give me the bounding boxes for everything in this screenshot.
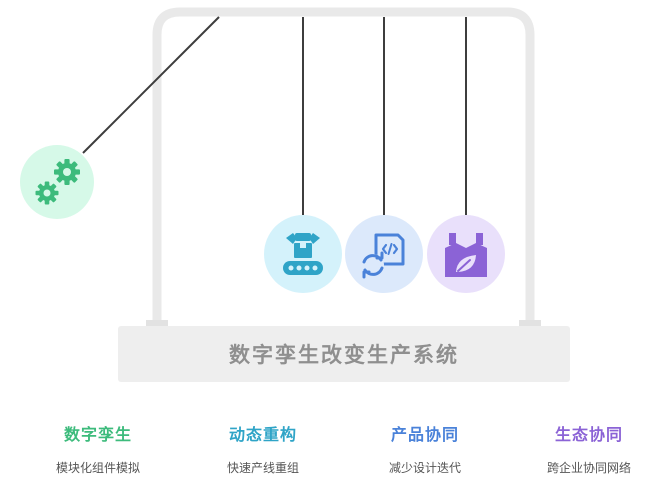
robot-arm-conveyor-icon bbox=[283, 233, 323, 275]
code-sync-icon bbox=[362, 233, 405, 279]
label-subtitle: 减少设计迭代 bbox=[388, 461, 461, 475]
string-1 bbox=[82, 16, 220, 154]
label-title: 数字孪生 bbox=[63, 425, 132, 444]
gears-icon bbox=[35, 159, 80, 205]
frame-foot-left bbox=[146, 320, 168, 326]
diagram-title: 数字孪生改变生产系统 bbox=[229, 343, 459, 367]
label-product-collab: 产品协同 减少设计迭代 bbox=[350, 421, 500, 476]
label-subtitle: 快速产线重组 bbox=[226, 461, 299, 475]
label-title: 动态重构 bbox=[228, 425, 297, 444]
ball-1 bbox=[20, 145, 94, 219]
ball-3 bbox=[345, 215, 423, 293]
ball-2 bbox=[264, 215, 342, 293]
eco-factory-icon bbox=[445, 233, 487, 277]
ball-4 bbox=[427, 215, 505, 293]
label-digital-twin: 数字孪生 模块化组件模拟 bbox=[23, 421, 173, 476]
frame-foot-right bbox=[519, 320, 541, 326]
cradle-frame bbox=[152, 7, 535, 325]
cradle-base bbox=[118, 326, 570, 382]
label-dynamic-reconfig: 动态重构 快速产线重组 bbox=[188, 421, 338, 476]
label-title: 产品协同 bbox=[390, 425, 459, 444]
label-subtitle: 跨企业协同网络 bbox=[546, 461, 631, 475]
label-eco-collab: 生态协同 跨企业协同网络 bbox=[514, 421, 660, 476]
label-title: 生态协同 bbox=[554, 425, 623, 444]
label-subtitle: 模块化组件模拟 bbox=[55, 461, 140, 475]
